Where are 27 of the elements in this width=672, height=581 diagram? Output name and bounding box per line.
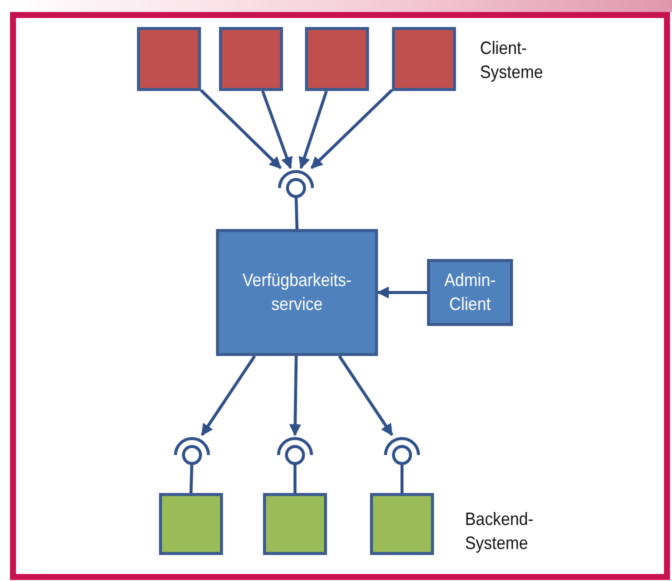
- system-box: [392, 27, 456, 91]
- service-box: Verfügbarkeits- service: [216, 229, 378, 356]
- arrow: [289, 356, 302, 436]
- interface-symbol: [173, 435, 211, 465]
- arrow: [310, 88, 394, 170]
- arrow: [200, 89, 282, 170]
- connector-line: [400, 465, 404, 493]
- group-label: Backend- Systeme: [465, 508, 534, 556]
- system-box: [263, 493, 327, 555]
- system-box: [137, 27, 201, 91]
- system-box: [159, 493, 223, 555]
- connector-line: [294, 198, 298, 230]
- arrow: [261, 90, 292, 170]
- system-box: [219, 27, 283, 91]
- arrow: [200, 355, 256, 436]
- connector-line: [294, 465, 296, 493]
- system-box: [305, 27, 369, 91]
- system-box: [370, 493, 434, 555]
- arrow: [338, 355, 394, 436]
- interface-symbol: [383, 435, 421, 465]
- interface-symbol: [276, 435, 314, 465]
- group-label: Client- Systeme: [480, 37, 544, 84]
- service-box: Admin- Client: [427, 259, 513, 326]
- interface-symbol: [277, 168, 315, 198]
- arrow: [376, 286, 427, 298]
- connector-line: [190, 464, 194, 494]
- arrow: [298, 90, 328, 170]
